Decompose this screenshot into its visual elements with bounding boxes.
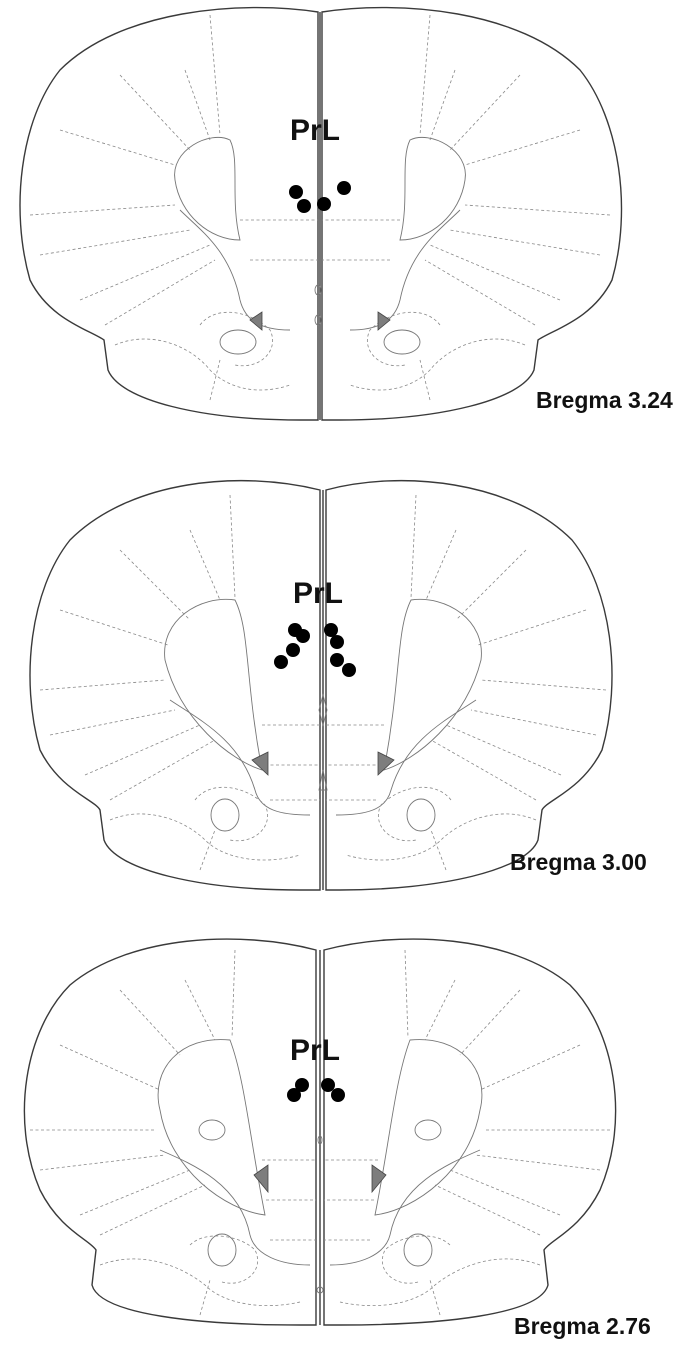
brain-section-2: PrL Bregma 3.00: [30, 481, 647, 890]
right-hemisphere-outline: [326, 481, 612, 890]
left-accumbens: [208, 1234, 236, 1266]
injection-site-2: [297, 199, 311, 213]
injection-site-2: [287, 1088, 301, 1102]
right-striatum-boundary: [336, 700, 476, 815]
right-corpus-callosum: [400, 137, 465, 240]
right-accumbens: [384, 330, 420, 354]
left-corpus-callosum: [165, 599, 262, 770]
injection-site-3: [321, 1078, 335, 1092]
injection-site-3: [317, 197, 331, 211]
right-olfactory-regions: [340, 1236, 540, 1315]
right-striatum-boundary: [330, 1150, 480, 1265]
injection-site-5: [286, 643, 300, 657]
left-hemisphere-outline: [24, 939, 316, 1325]
left-striatum-boundary: [160, 1150, 310, 1265]
right-corpus-callosum: [375, 1040, 482, 1215]
left-olfactory-regions: [115, 312, 290, 400]
region-label: PrL: [290, 114, 340, 147]
left-olfactory-regions: [100, 1236, 300, 1315]
brain-section-1: PrL Bregma 3.24: [20, 8, 673, 420]
injection-site-1: [289, 185, 303, 199]
right-olfactory-regions: [350, 312, 525, 400]
left-accumbens: [211, 799, 239, 831]
left-striatum-boundary: [180, 210, 290, 330]
injection-site-4: [330, 635, 344, 649]
right-accumbens: [407, 799, 435, 831]
bregma-label: Bregma 2.76: [514, 1313, 651, 1339]
left-striatum-boundary: [170, 700, 310, 815]
injection-sites: [274, 623, 356, 677]
left-lateral-ventricle: [250, 312, 262, 330]
injection-site-6: [274, 655, 288, 669]
left-lateral-ventricle: [254, 1165, 268, 1192]
right-anterior-commissure: [415, 1120, 441, 1140]
injection-site-4: [337, 181, 351, 195]
left-cortical-layers: [30, 950, 316, 1240]
injection-site-4: [331, 1088, 345, 1102]
right-hemisphere-outline: [322, 8, 622, 420]
region-label: PrL: [293, 577, 343, 610]
left-corpus-callosum: [175, 137, 240, 240]
right-hemisphere-outline: [324, 939, 616, 1325]
right-cortical-layers: [324, 950, 610, 1240]
injection-site-7: [330, 653, 344, 667]
right-lateral-ventricle: [378, 752, 394, 775]
bregma-label: Bregma 3.00: [510, 849, 647, 875]
right-lateral-ventricle: [372, 1165, 386, 1192]
right-striatum-boundary: [350, 210, 460, 330]
left-anterior-commissure: [199, 1120, 225, 1140]
left-hemisphere-outline: [30, 481, 320, 890]
bregma-label: Bregma 3.24: [536, 387, 673, 413]
injection-site-2: [296, 629, 310, 643]
left-lateral-ventricle: [252, 752, 268, 775]
right-cortical-layers: [322, 15, 610, 325]
injection-site-8: [342, 663, 356, 677]
left-accumbens: [220, 330, 256, 354]
right-cortical-layers: [326, 495, 606, 800]
right-accumbens: [404, 1234, 432, 1266]
left-cortical-layers: [40, 495, 320, 800]
right-lateral-ventricle: [378, 312, 390, 330]
left-corpus-callosum: [158, 1040, 265, 1215]
left-hemisphere-outline: [20, 8, 318, 420]
left-cortical-layers: [30, 15, 318, 325]
brain-section-3: PrL Bregma 2.76: [24, 939, 650, 1339]
region-label: PrL: [290, 1034, 340, 1067]
injection-site-3: [324, 623, 338, 637]
right-corpus-callosum: [384, 599, 481, 770]
